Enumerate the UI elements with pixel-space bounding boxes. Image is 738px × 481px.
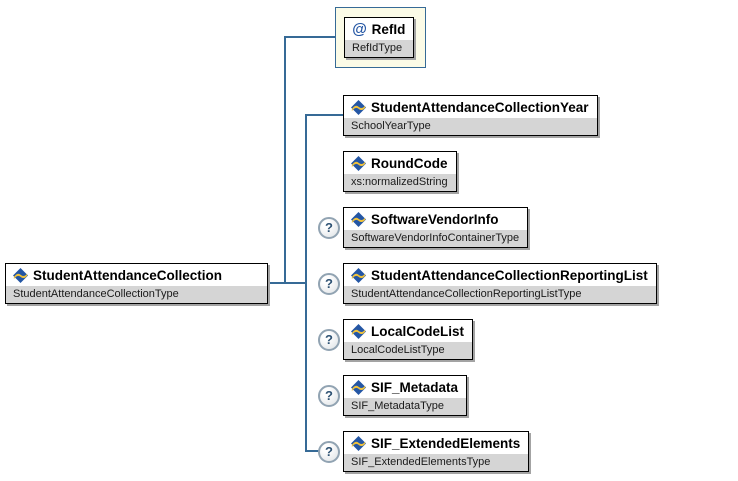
element-name: StudentAttendanceCollectionReportingList	[371, 268, 648, 283]
connector-attribute-stub	[284, 36, 336, 38]
root-name: StudentAttendanceCollection	[33, 268, 223, 283]
root-node-studentattendancecollection[interactable]: StudentAttendanceCollection StudentAtten…	[5, 263, 268, 304]
connector-first-child-stub	[305, 114, 344, 116]
element-node[interactable]: LocalCodeList LocalCodeListType	[343, 319, 474, 360]
element-name: StudentAttendanceCollectionYear	[371, 100, 589, 115]
optional-indicator: ?	[318, 328, 340, 351]
element-type: SIF_ExtendedElementsType	[344, 454, 529, 471]
element-name: SoftwareVendorInfo	[371, 212, 499, 227]
element-icon	[351, 380, 366, 395]
element-node[interactable]: StudentAttendanceCollectionYear SchoolYe…	[343, 95, 598, 136]
element-type: StudentAttendanceCollectionReportingList…	[344, 286, 656, 303]
element-node[interactable]: StudentAttendanceCollectionReportingList…	[343, 263, 657, 304]
element-name: LocalCodeList	[371, 324, 465, 339]
element-type: LocalCodeListType	[344, 342, 473, 359]
element-name: RoundCode	[371, 156, 448, 171]
child-row-roundcode: ? RoundCode xs:normalizedString	[318, 151, 457, 192]
element-type: SoftwareVendorInfoContainerType	[344, 230, 528, 247]
element-node[interactable]: SIF_Metadata SIF_MetadataType	[343, 375, 468, 416]
root-type: StudentAttendanceCollectionType	[6, 286, 267, 303]
child-row-softwarevendorinfo: ? SoftwareVendorInfo SoftwareVendorInfoC…	[318, 207, 529, 248]
attribute-at-icon: @	[352, 21, 367, 38]
connector-root-to-trunk	[266, 282, 307, 284]
optional-indicator: ?	[318, 440, 340, 463]
child-row-studentattendancecollectionyear: ? StudentAttendanceCollectionYear School…	[318, 95, 598, 136]
element-icon	[351, 436, 366, 451]
child-row-sif_extendedelements: ? SIF_ExtendedElements SIF_ExtendedEleme…	[318, 431, 530, 472]
child-row-sif_metadata: ? SIF_Metadata SIF_MetadataType	[318, 375, 468, 416]
attribute-container: @ RefId RefIdType	[335, 7, 427, 68]
connector-children-trunk	[305, 114, 307, 452]
element-icon	[351, 156, 366, 171]
attribute-type: RefIdType	[345, 40, 414, 57]
element-icon	[13, 268, 28, 283]
element-node[interactable]: RoundCode xs:normalizedString	[343, 151, 457, 192]
connector-last-child-stub	[305, 450, 320, 452]
optional-indicator: ?	[318, 272, 340, 295]
element-name: SIF_Metadata	[371, 380, 459, 395]
connector-attribute-branch	[284, 36, 286, 284]
element-icon	[351, 268, 366, 283]
attribute-node-refid[interactable]: @ RefId RefIdType	[344, 17, 415, 58]
element-icon	[351, 324, 366, 339]
element-type: SchoolYearType	[344, 118, 597, 135]
element-type: SIF_MetadataType	[344, 398, 467, 415]
child-row-studentattendancecollectionreportinglist: ? StudentAttendanceCollectionReportingLi…	[318, 263, 657, 304]
element-node[interactable]: SoftwareVendorInfo SoftwareVendorInfoCon…	[343, 207, 529, 248]
element-icon	[351, 212, 366, 227]
element-type: xs:normalizedString	[344, 174, 456, 191]
optional-indicator: ?	[318, 384, 340, 407]
attribute-name: RefId	[371, 22, 406, 37]
child-row-localcodelist: ? LocalCodeList LocalCodeListType	[318, 319, 474, 360]
optional-indicator: ?	[318, 216, 340, 239]
element-name: SIF_ExtendedElements	[371, 436, 521, 451]
element-icon	[351, 100, 366, 115]
element-node[interactable]: SIF_ExtendedElements SIF_ExtendedElement…	[343, 431, 530, 472]
